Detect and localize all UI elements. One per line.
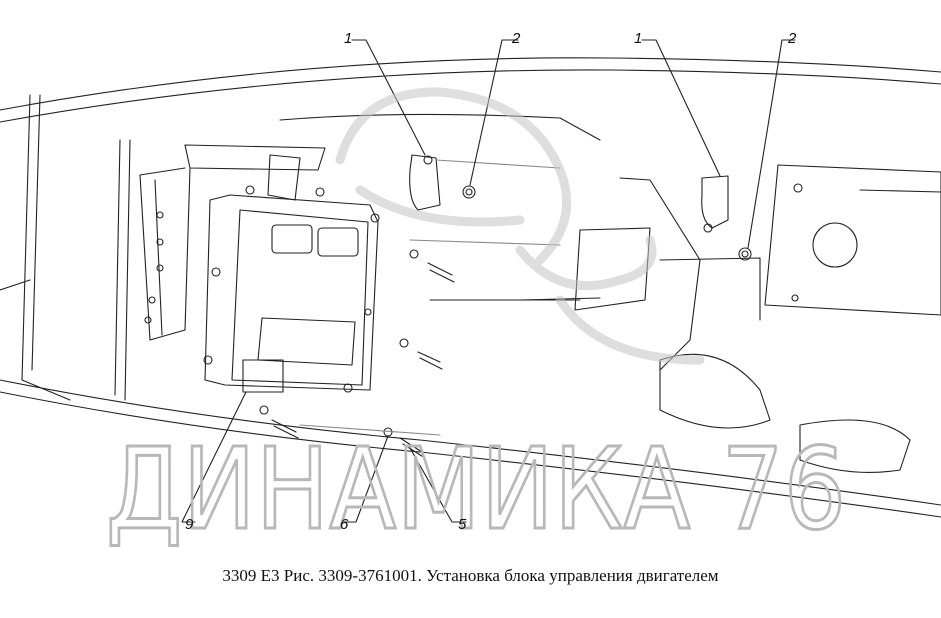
clamp-assembly-right bbox=[701, 175, 752, 261]
callout-5: 5 bbox=[458, 516, 467, 533]
callout-leaders bbox=[181, 39, 796, 523]
callout-2-right: 2 bbox=[788, 30, 797, 47]
callout-2-left: 2 bbox=[512, 30, 521, 47]
clamp-assembly-left bbox=[409, 154, 561, 211]
callout-9: 9 bbox=[185, 516, 194, 533]
swirl-logo bbox=[335, 87, 705, 365]
mounting-bracket bbox=[139, 144, 326, 341]
frame-outline bbox=[0, 57, 941, 518]
fasteners bbox=[259, 239, 561, 459]
callout-1-right: 1 bbox=[634, 30, 643, 47]
right-side-structure bbox=[429, 164, 941, 473]
callout-1-left: 1 bbox=[344, 30, 353, 47]
engine-control-unit bbox=[203, 185, 380, 393]
figure-caption: 3309 Е3 Рис. 3309-3761001. Установка бло… bbox=[222, 566, 719, 585]
callout-6: 6 bbox=[340, 516, 349, 533]
